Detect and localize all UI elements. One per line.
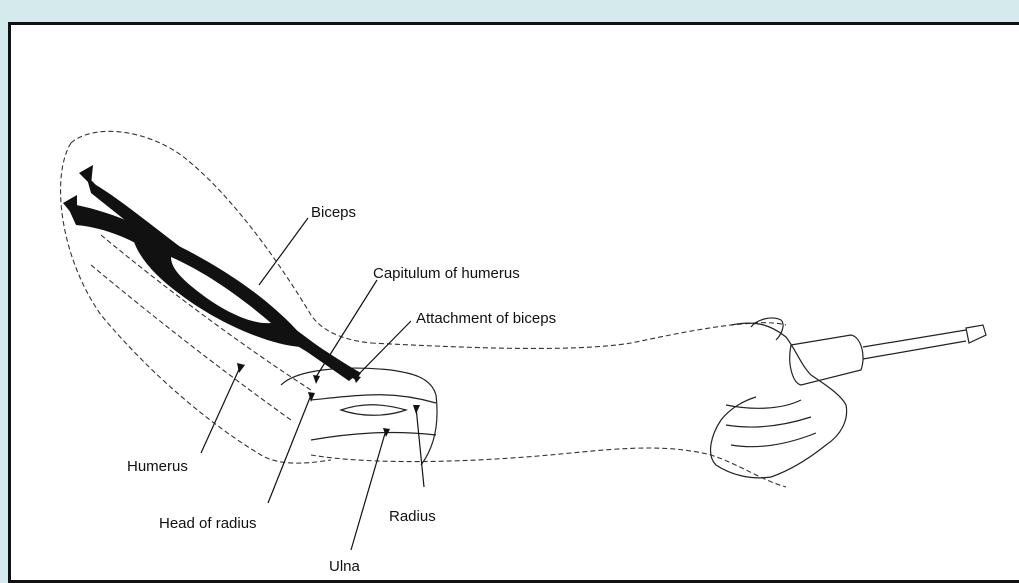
tendon-tip-upper — [79, 165, 93, 185]
humerus-shaft — [101, 235, 311, 390]
finger-lines — [726, 400, 816, 447]
label-capitulum: Capitulum of humerus — [373, 265, 520, 282]
arm-diagram: Biceps Capitulum of humerus Attachment o… — [11, 25, 1019, 583]
label-ulna: Ulna — [329, 558, 361, 575]
label-head-radius: Head of radius — [159, 515, 257, 532]
tendon-tip-lower — [63, 195, 77, 220]
label-humerus: Humerus — [127, 458, 188, 475]
label-biceps: Biceps — [311, 204, 356, 221]
hand-outline — [711, 323, 847, 478]
forearm-bottom-outline — [311, 448, 786, 487]
diagram-panel: Biceps Capitulum of humerus Attachment o… — [8, 22, 1019, 583]
leader-humerus — [201, 365, 241, 453]
tool-shaft — [863, 330, 966, 359]
leader-radius — [416, 407, 424, 487]
arrowhead-capitulum — [313, 375, 320, 384]
elbow-outline — [281, 368, 437, 465]
leader-biceps — [259, 218, 308, 285]
arrowhead-radius — [413, 405, 420, 414]
leader-attachment — [356, 321, 411, 377]
radius-bone — [311, 395, 436, 403]
ulna-bone — [311, 433, 436, 440]
leader-head-radius — [268, 395, 311, 503]
leader-ulna — [351, 430, 386, 550]
bone-highlight — [341, 405, 406, 416]
arrowhead-attachment — [353, 375, 361, 383]
tool-tip — [966, 325, 986, 343]
label-attachment: Attachment of biceps — [416, 310, 556, 327]
label-radius: Radius — [389, 508, 436, 525]
thumb-outline — [751, 318, 783, 340]
